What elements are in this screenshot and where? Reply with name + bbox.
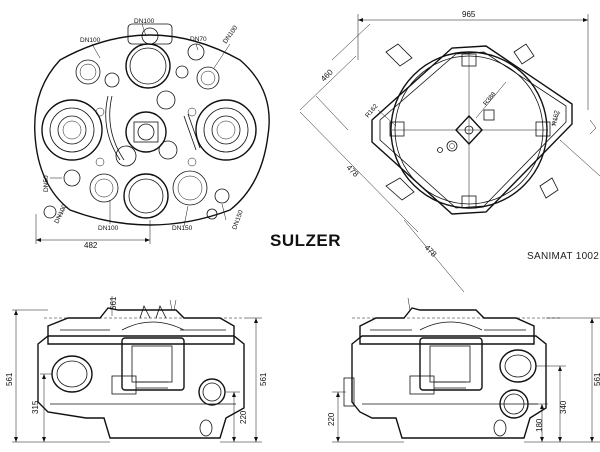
dim-side-220: 220 [327, 412, 336, 426]
label-dn150-bottom: DN150 [172, 225, 193, 232]
label-r388: R388 [482, 91, 498, 108]
dim-side-561: 561 [593, 372, 600, 386]
label-dn50: DN50 [43, 175, 50, 192]
dim-front-561-left: 561 [5, 372, 14, 386]
iso-view: 965 R162 R388 R162 [299, 10, 600, 293]
label-r162-right: R162 [551, 109, 561, 126]
label-dn100-left: DN100 [80, 37, 101, 44]
label-dn100-top: DN100 [134, 18, 155, 25]
label-dn100-right: DN100 [222, 24, 240, 45]
label-dn150-right: DN150 [231, 209, 245, 231]
dim-front-561-right: 561 [259, 372, 268, 386]
dim-front-561-top: 561 [109, 296, 118, 310]
dim-478-left: 478 [345, 163, 361, 179]
side-view: 220 561 340 180 [327, 297, 600, 443]
dim-side-180: 180 [535, 418, 544, 432]
dim-460: 460 [319, 67, 335, 83]
dim-width-top-view: 482 [84, 241, 98, 250]
front-view: 561 315 561 561 220 [5, 296, 268, 443]
dim-front-220: 220 [239, 410, 248, 424]
label-dn70: DN70 [190, 36, 207, 43]
top-view: DN100 DN100 DN70 DN100 DN50 DN100 DN100 … [34, 18, 270, 250]
dim-965: 965 [462, 10, 476, 19]
model-name: SANIMAT 1002 [527, 251, 599, 262]
label-r162-left: R162 [364, 103, 380, 120]
dim-side-340: 340 [559, 400, 568, 414]
brand-logo: SULZER [270, 231, 341, 250]
label-dn100-bottom: DN100 [98, 225, 119, 232]
dim-front-315: 315 [31, 400, 40, 414]
